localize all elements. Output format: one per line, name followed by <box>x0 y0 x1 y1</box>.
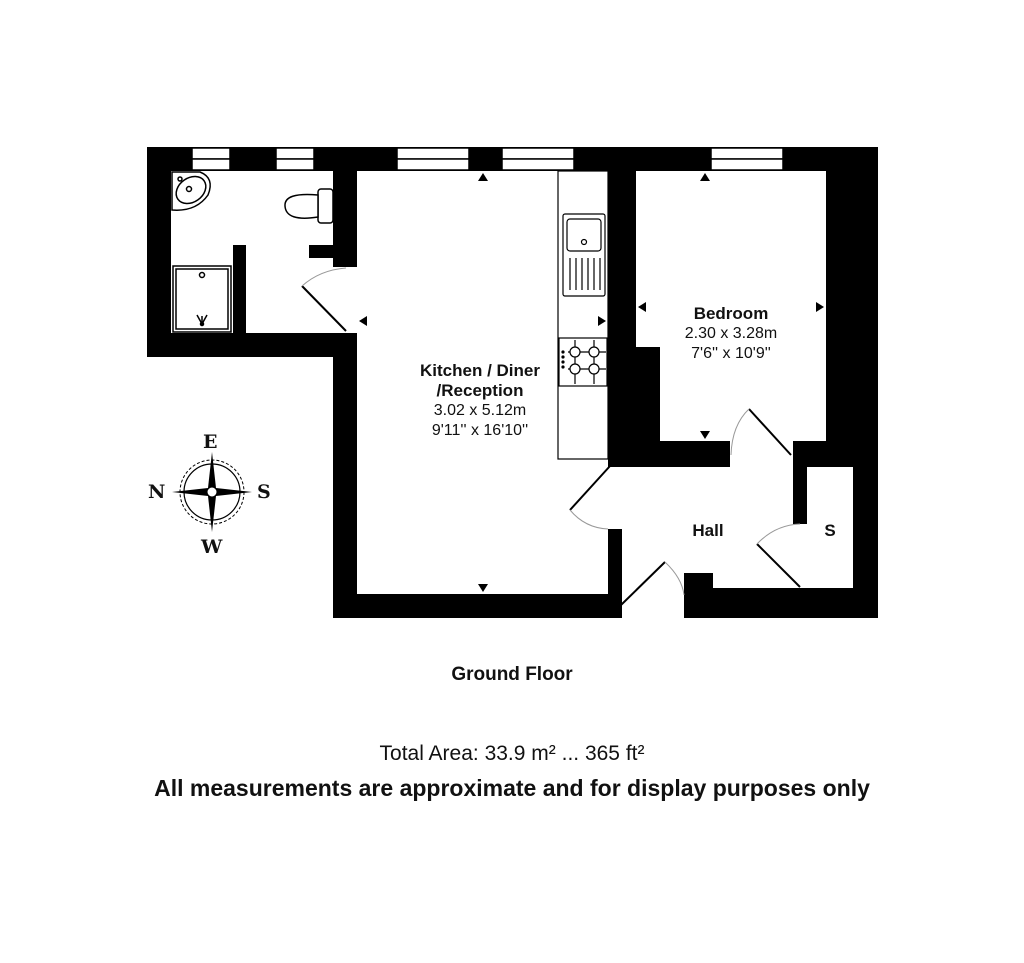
front-door <box>620 561 685 606</box>
hob-icon <box>558 337 608 387</box>
bedroom-label: Bedroom 2.30 x 3.28m 7'6'' x 10'9'' <box>636 304 826 364</box>
kitchen-hall-door <box>569 465 611 530</box>
storage-label: S <box>824 521 836 540</box>
shower-icon <box>172 265 232 333</box>
bedroom-door <box>730 408 792 456</box>
compass-west-label: W <box>201 536 223 558</box>
kitchen-name-line1: Kitchen / Diner <box>420 361 540 380</box>
compass-north-label: N <box>148 481 166 503</box>
kitchen-label: Kitchen / Diner /Reception 3.02 x 5.12m … <box>380 361 580 441</box>
floor-title: Ground Floor <box>451 664 573 685</box>
hall-label: Hall <box>692 521 724 540</box>
compass-icon <box>172 452 252 532</box>
kitchen-name-line2: /Reception <box>436 381 524 400</box>
windows <box>191 147 784 171</box>
walls <box>147 147 878 618</box>
compass-east-label: E <box>203 431 218 453</box>
bedroom-metric: 2.30 x 3.28m <box>684 325 778 342</box>
kitchen-metric: 3.02 x 5.12m <box>433 402 527 419</box>
kitchen-counter <box>557 170 609 460</box>
bathroom-door <box>301 267 347 332</box>
measurement-arrows <box>359 173 824 592</box>
toilet-icon <box>284 188 334 224</box>
bathroom-fixtures <box>171 171 334 333</box>
doors <box>301 267 801 606</box>
compass-south-label: S <box>257 481 271 503</box>
kitchen-imperial: 9'11'' x 16'10'' <box>431 422 529 439</box>
bedroom-name: Bedroom <box>693 304 769 323</box>
total-area: Total Area: 33.9 m² ... 365 ft² <box>379 742 645 765</box>
bedroom-imperial: 7'6'' x 10'9'' <box>691 345 771 362</box>
disclaimer: All measurements are approximate and for… <box>154 775 870 801</box>
sink-icon <box>562 213 606 297</box>
store-door <box>756 523 801 588</box>
